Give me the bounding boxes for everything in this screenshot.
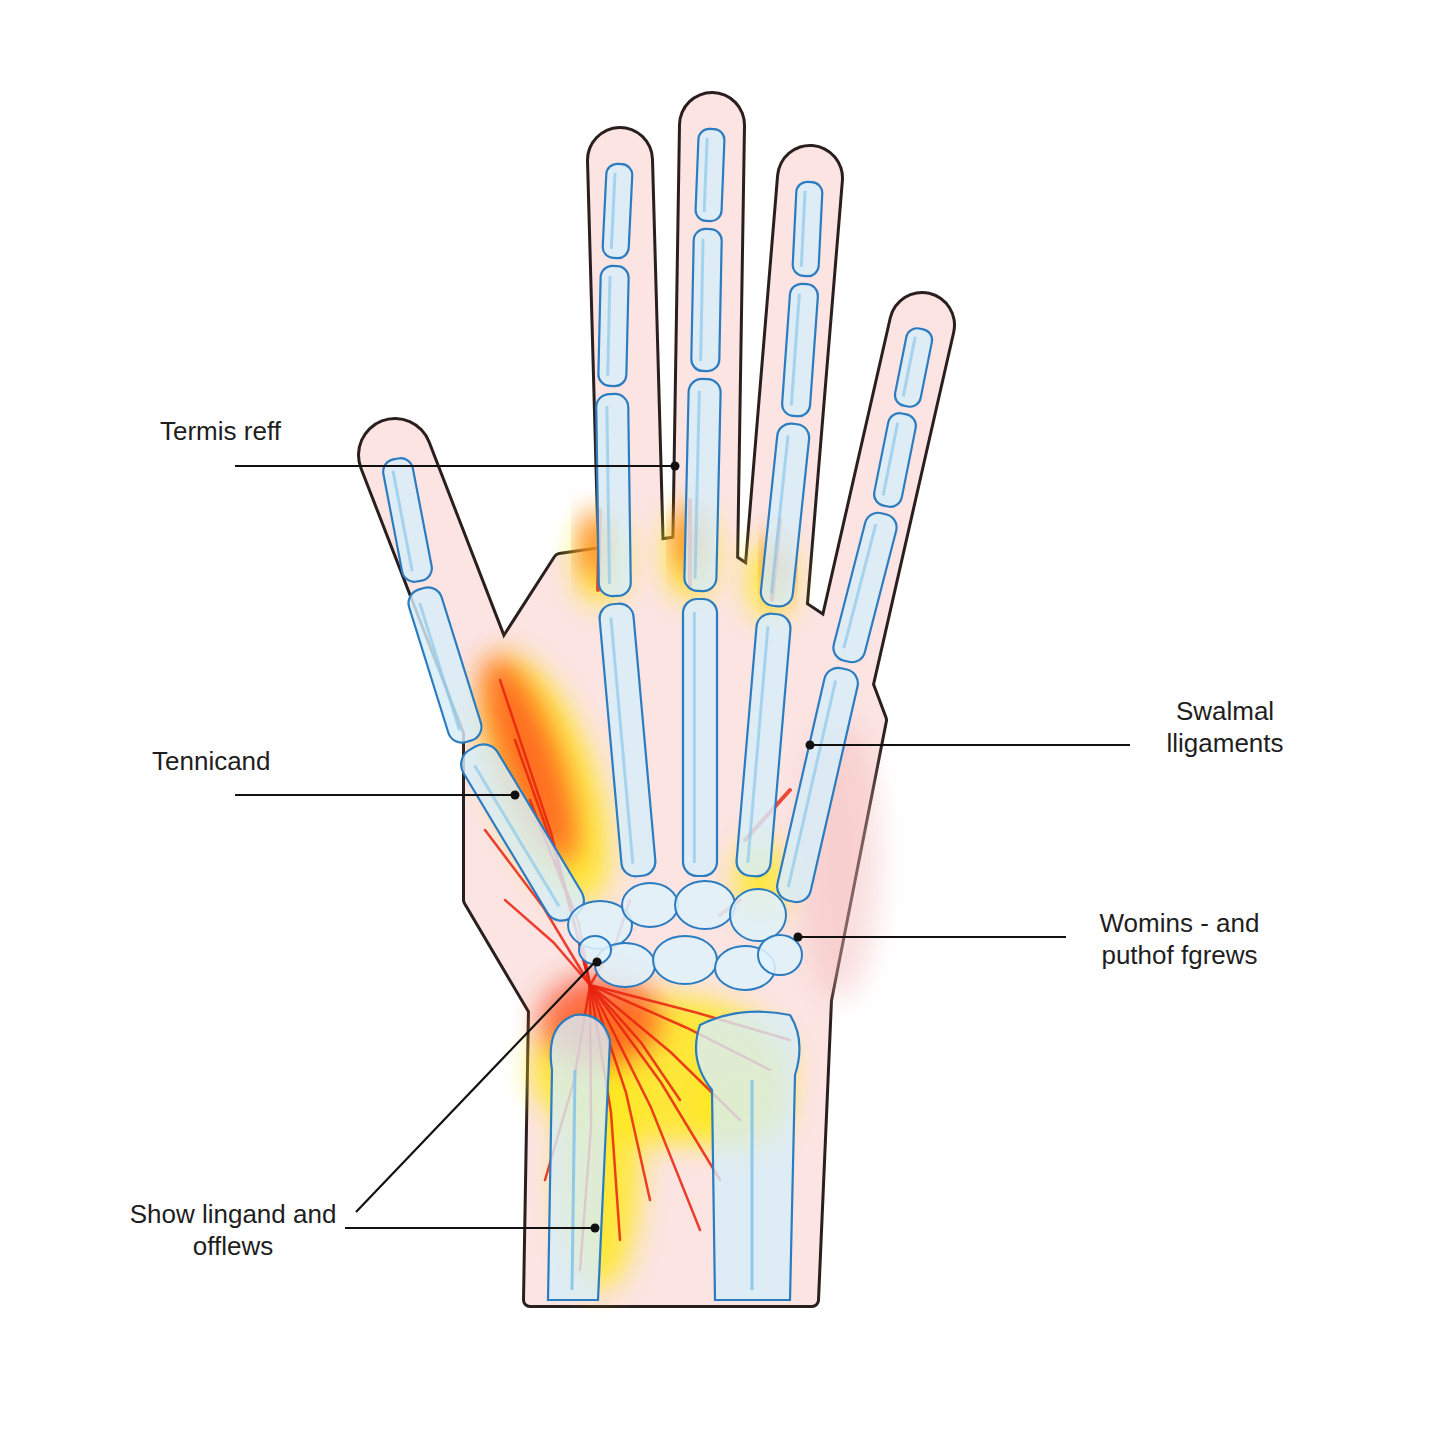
carpal-bone bbox=[622, 883, 678, 927]
bone-highlight bbox=[883, 423, 898, 496]
bone-highlight bbox=[611, 617, 633, 863]
bone bbox=[684, 379, 721, 592]
leader-line bbox=[813, 744, 1130, 746]
bone bbox=[602, 163, 633, 258]
bone-shape bbox=[683, 599, 717, 876]
bone bbox=[455, 738, 590, 927]
bone bbox=[792, 181, 823, 276]
bone-highlight bbox=[572, 1070, 575, 1290]
bone-highlight bbox=[607, 406, 610, 584]
bone bbox=[683, 599, 717, 876]
bone bbox=[893, 326, 934, 408]
leader-dot bbox=[591, 1224, 600, 1233]
bone bbox=[872, 411, 918, 509]
bone-highlight bbox=[701, 239, 703, 361]
bone-highlight bbox=[771, 435, 788, 593]
bone bbox=[596, 394, 631, 596]
bone bbox=[831, 510, 900, 665]
bone-highlight bbox=[801, 191, 805, 267]
bone-highlight bbox=[393, 471, 412, 572]
bone-highlight bbox=[791, 294, 799, 406]
bone-highlight bbox=[611, 173, 615, 249]
carpal-bone bbox=[730, 889, 786, 941]
bone bbox=[381, 456, 434, 584]
leader-line bbox=[235, 465, 672, 467]
bone bbox=[598, 266, 629, 387]
bone-shape bbox=[893, 326, 934, 408]
bone-highlight bbox=[748, 626, 768, 862]
leader-dot bbox=[671, 462, 680, 471]
bone-highlight bbox=[475, 766, 559, 907]
leader-dot bbox=[511, 791, 520, 800]
bone-shape bbox=[831, 510, 900, 665]
carpal-bone bbox=[758, 935, 802, 975]
skin bbox=[395, 125, 922, 1300]
bone bbox=[405, 584, 485, 747]
bone-shape bbox=[602, 163, 633, 258]
bone-shape bbox=[684, 379, 721, 592]
bone bbox=[695, 128, 725, 221]
bone-shape bbox=[598, 266, 629, 387]
bone-shape bbox=[691, 229, 722, 372]
bone bbox=[774, 665, 860, 905]
leader-line bbox=[235, 794, 512, 796]
bone-highlight bbox=[420, 603, 460, 731]
carpal-bone bbox=[675, 881, 735, 929]
bone-shape bbox=[381, 456, 434, 584]
radius-bone bbox=[548, 1015, 610, 1300]
carpal-bone bbox=[653, 936, 717, 984]
leader-lines bbox=[235, 462, 1130, 1233]
bone bbox=[760, 422, 811, 607]
bone-highlight bbox=[704, 138, 707, 212]
bone-shape bbox=[596, 394, 631, 596]
part-label: Tennicand bbox=[152, 745, 372, 777]
bone-highlight bbox=[751, 1080, 754, 1290]
leader-line bbox=[356, 963, 594, 1212]
skin-layer bbox=[395, 125, 922, 1300]
leader-dot bbox=[593, 958, 602, 967]
bone bbox=[735, 613, 791, 878]
leader-line bbox=[801, 936, 1066, 938]
bone-shape bbox=[455, 738, 590, 927]
bone-shape bbox=[405, 584, 485, 747]
leader-dot bbox=[806, 741, 815, 750]
bone-highlight bbox=[608, 276, 610, 376]
bone-shape bbox=[792, 181, 823, 276]
part-label: Termis reff bbox=[160, 415, 380, 447]
bone-highlight bbox=[788, 680, 835, 887]
bone bbox=[781, 283, 818, 417]
part-label: Swalmal lligaments bbox=[1140, 695, 1310, 759]
red-fiber bbox=[590, 985, 720, 1180]
part-label: Womins - and puthof fgrews bbox=[1062, 907, 1297, 971]
leader-dot bbox=[794, 933, 803, 942]
bone-highlight bbox=[844, 524, 876, 648]
bone-shape bbox=[695, 128, 725, 221]
bone-shape bbox=[735, 613, 791, 878]
bone bbox=[691, 229, 722, 372]
bone-shape bbox=[872, 411, 918, 509]
skin-layer bbox=[395, 125, 922, 1300]
bones bbox=[381, 128, 934, 1300]
bone bbox=[598, 602, 656, 877]
bone-shape bbox=[760, 422, 811, 607]
bone-highlight bbox=[693, 612, 696, 863]
bone-shape bbox=[598, 602, 656, 877]
bone-highlight bbox=[695, 391, 699, 579]
leader-line bbox=[345, 1227, 592, 1229]
bone-shape bbox=[774, 665, 860, 905]
bone-highlight bbox=[903, 337, 915, 397]
bone-shape bbox=[781, 283, 818, 417]
ulna-bone bbox=[696, 1012, 799, 1300]
part-label: Show lingand and offlews bbox=[128, 1198, 338, 1262]
